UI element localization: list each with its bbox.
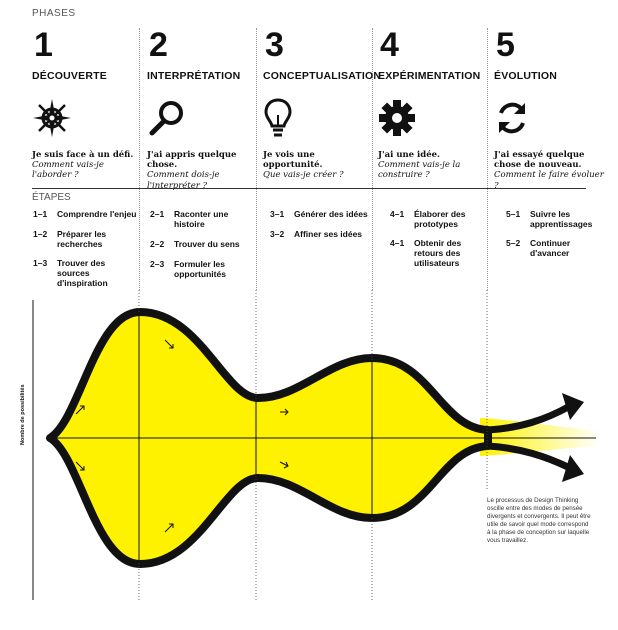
step-code: 1–3 <box>33 258 48 268</box>
gear-icon <box>378 96 490 140</box>
phase-prompt: Comment vais-je la construire ? <box>378 160 461 181</box>
step-code: 5–2 <box>506 238 521 248</box>
arrowhead-upper <box>562 393 584 420</box>
step-item: 1–3 Trouver des sources d'inspiration <box>33 258 125 288</box>
step-item: 2–3 Formuler les opportunités <box>150 259 242 280</box>
step-code: 5–1 <box>506 209 521 219</box>
phase-4: 4 EXPÉRIMENTATION J'ai une idée. Comment… <box>378 28 490 181</box>
step-item: 3–1 Générer des idées <box>270 209 370 220</box>
step-text: Raconter une histoire <box>174 209 229 229</box>
step-text: Formuler les opportunités <box>174 259 226 279</box>
steps-label: ÉTAPES <box>32 192 71 203</box>
phase-number: 1 <box>34 26 53 64</box>
arrowhead-lower <box>562 455 584 482</box>
compass-icon <box>32 96 144 140</box>
phase-prompt: Comment le faire évoluer ? <box>494 170 604 191</box>
phase-name: ÉVOLUTION <box>494 70 558 82</box>
step-code: 4–1 <box>390 238 405 248</box>
step-text: Trouver des sources d'inspiration <box>57 258 108 288</box>
step-text: Élaborer des prototypes <box>414 209 466 229</box>
phase-prompt: Comment vais-je l'aborder ? <box>32 160 104 181</box>
column-divider <box>372 28 373 290</box>
phase-number: 5 <box>496 26 515 64</box>
phase-number: 2 <box>149 26 168 64</box>
step-code: 1–1 <box>33 209 48 219</box>
step-item: 5–2 Continuer d'avancer <box>506 238 598 259</box>
phase-question: J'ai appris quelque chose. <box>147 150 237 171</box>
column-divider <box>139 28 140 290</box>
phase-question: J'ai une idée. <box>378 150 440 160</box>
phase-question: J'ai essayé quelque chose de nouveau. <box>494 150 585 171</box>
phase-prompt: Que vais-je créer ? <box>263 170 344 181</box>
step-item: 4–1 Obtenir des retours des utilisateurs <box>390 238 482 268</box>
tail-upper <box>487 402 572 434</box>
step-text: Suivre les apprentissages <box>530 209 593 229</box>
phase-1: 1 DÉCOUVERTE Je suis face à un défi. Com… <box>32 28 144 181</box>
step-item: 1–1 Comprendre l'enjeu <box>33 209 138 220</box>
phase-number: 3 <box>265 26 284 64</box>
step-text: Obtenir des retours des utilisateurs <box>414 238 462 268</box>
lightbulb-icon <box>263 96 375 140</box>
phase-2: 2 INTERPRÉTATION J'ai appris quelque cho… <box>147 28 259 191</box>
step-code: 3–2 <box>270 229 285 239</box>
step-item: 5–1 Suivre les apprentissages <box>506 209 598 230</box>
step-code: 2–3 <box>150 259 165 269</box>
phase-name: EXPÉRIMENTATION <box>378 70 481 82</box>
step-item: 4–1 Élaborer des prototypes <box>390 209 482 230</box>
step-text: Continuer d'avancer <box>530 238 571 258</box>
phase-question: Je vois une opportunité. <box>263 150 323 171</box>
step-code: 4–1 <box>390 209 405 219</box>
phase-name: INTERPRÉTATION <box>147 70 241 82</box>
step-text: Trouver du sens <box>174 239 240 249</box>
step-code: 3–1 <box>270 209 285 219</box>
step-text: Comprendre l'enjeu <box>57 209 137 219</box>
phase-3: 3 CONCEPTUALISATION Je vois une opportun… <box>263 26 382 181</box>
y-axis-label: Nombre de possibilités <box>20 384 26 445</box>
tail-lower <box>487 442 572 472</box>
step-text: Générer des idées <box>294 209 368 219</box>
phase-name: CONCEPTUALISATION <box>263 70 382 82</box>
explanation-note: Le processus de Design Thinking oscille … <box>487 497 591 545</box>
step-text: Préparer les recherches <box>57 229 107 249</box>
phase-number: 4 <box>380 26 399 64</box>
refresh-icon <box>494 96 606 140</box>
step-code: 1–2 <box>33 229 48 239</box>
phase-prompt: Comment dois-je l'interpréter ? <box>147 170 220 191</box>
phase-name: DÉCOUVERTE <box>32 70 107 82</box>
phases-label: PHASES <box>32 8 76 19</box>
step-item: 2–1 Raconter une histoire <box>150 209 242 230</box>
magnifier-icon <box>147 96 259 140</box>
column-divider <box>487 28 488 290</box>
section-divider <box>32 188 586 189</box>
phase-5: 5 ÉVOLUTION J'ai essayé quelque chose de… <box>494 28 606 191</box>
step-text: Affiner ses idées <box>294 229 363 239</box>
step-code: 2–1 <box>150 209 165 219</box>
phase-question: Je suis face à un défi. <box>32 150 134 160</box>
step-item: 1–2 Préparer les recherches <box>33 229 133 250</box>
column-divider <box>256 28 257 290</box>
step-item: 2–2 Trouver du sens <box>150 239 250 250</box>
step-code: 2–2 <box>150 239 165 249</box>
step-item: 3–2 Affiner ses idées <box>270 229 370 240</box>
